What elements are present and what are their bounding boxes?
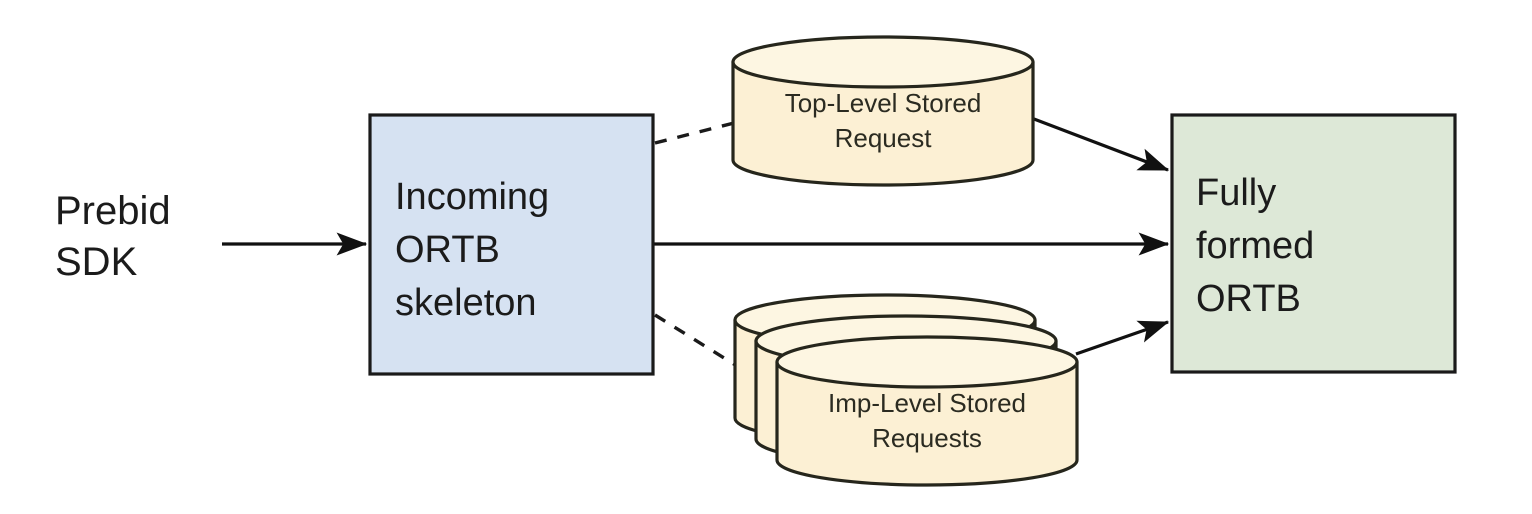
edge-incoming-to-top-store bbox=[654, 121, 735, 145]
fully-formed-ortb-box[interactable] bbox=[1170, 113, 1457, 374]
edge-incoming-to-imp-store bbox=[654, 313, 738, 368]
top-level-stored-request-label-line-1: Top-Level Stored bbox=[785, 88, 982, 118]
edge-imp-store-to-output bbox=[1075, 320, 1170, 356]
fully-formed-ortb-label-line-2: formed bbox=[1196, 225, 1314, 267]
top-level-stored-request-label-line-2: Request bbox=[835, 123, 933, 153]
incoming-ortb-skeleton-label-line-3: skeleton bbox=[395, 282, 537, 324]
imp-level-stored-requests-label-line-1: Imp-Level Stored bbox=[828, 388, 1026, 418]
fully-formed-ortb-label-line-3: ORTB bbox=[1196, 278, 1301, 320]
node-incoming-ortb-skeleton[interactable]: Incoming ORTB skeleton bbox=[368, 113, 655, 376]
node-prebid-sdk: Prebid SDK bbox=[55, 189, 171, 284]
prebid-sdk-label-line-2: SDK bbox=[55, 240, 138, 284]
incoming-ortb-skeleton-label-line-1: Incoming bbox=[395, 176, 549, 218]
fully-formed-ortb-label-line-1: Fully bbox=[1196, 172, 1276, 214]
imp-level-stored-requests-label-line-2: Requests bbox=[872, 423, 982, 453]
node-imp-level-stored-requests[interactable]: Imp-Level Stored Requests bbox=[733, 293, 1079, 487]
top-level-stored-request-cylinder-top bbox=[731, 35, 1035, 89]
top-level-stored-request-cylinder-body[interactable] bbox=[731, 60, 1035, 187]
imp-level-stored-requests-cylinder-front[interactable] bbox=[775, 335, 1079, 487]
prebid-sdk-label-line-1: Prebid bbox=[55, 189, 171, 233]
node-fully-formed-ortb[interactable]: Fully formed ORTB bbox=[1170, 113, 1457, 374]
incoming-ortb-skeleton-label-line-2: ORTB bbox=[395, 229, 500, 271]
node-top-level-stored-request[interactable]: Top-Level Stored Request bbox=[731, 35, 1035, 187]
edge-top-store-to-output bbox=[1033, 117, 1170, 172]
incoming-ortb-skeleton-box[interactable] bbox=[368, 113, 655, 376]
